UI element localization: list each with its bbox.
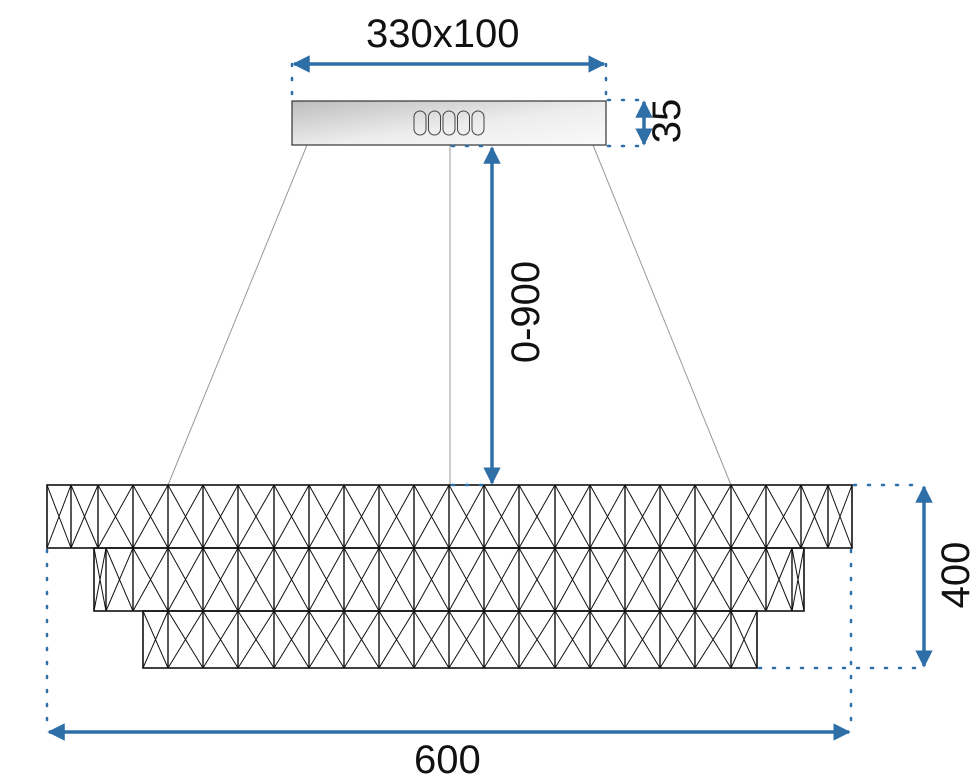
crystal-diagonal [659, 610, 696, 669]
crystal-diagonal [237, 547, 275, 612]
ceiling-canopy [291, 100, 607, 146]
crystal-diagonal [142, 610, 169, 669]
crystal-diagonal [694, 484, 732, 549]
crystal-diagonal [378, 484, 415, 549]
crystal-diagonal [343, 484, 380, 549]
crystal-diagonal [273, 484, 310, 549]
crystal-diagonal [413, 484, 450, 549]
crystal-diagonal [800, 484, 829, 549]
crystal-diagonal [483, 484, 520, 549]
suspension-length-label: 0-900 [504, 260, 548, 364]
tier-middle [93, 547, 805, 612]
crystal-diagonal [765, 547, 793, 612]
cable [592, 144, 732, 486]
tier-bottom [142, 610, 758, 669]
dimension-lines [45, 55, 933, 741]
crystal-diagonal [70, 484, 99, 549]
crystal-diagonal [518, 610, 556, 669]
crystal-diagonal [413, 610, 450, 669]
crystal-diagonal [448, 484, 485, 549]
crystal-diagonal [378, 610, 415, 669]
crystal-diagonal [273, 610, 310, 669]
crystal-diagonal [167, 484, 204, 549]
crystal-diagonal [97, 484, 134, 549]
crystal-tiers [46, 484, 853, 669]
crystal-diagonal [791, 547, 805, 612]
crystal-diagonal [167, 547, 204, 612]
crystal-diagonal [308, 484, 345, 549]
crystal-diagonal [554, 484, 591, 549]
crystal-diagonal [105, 547, 134, 612]
crystal-diagonal [308, 610, 345, 669]
switch-slot-icon [413, 110, 427, 136]
crystal-diagonal [167, 610, 204, 669]
crystal-diagonal [202, 610, 239, 669]
crystal-diagonal [624, 484, 661, 549]
crystal-diagonal [132, 484, 169, 549]
switch-slot-icon [457, 110, 470, 136]
crystal-diagonal [378, 547, 415, 612]
crystal-diagonal [237, 484, 275, 549]
crystal-diagonal [659, 484, 696, 549]
crystal-diagonal [589, 484, 626, 549]
tier-outline [142, 610, 758, 669]
crystal-diagonal [413, 547, 450, 612]
crystal-diagonal [827, 484, 853, 549]
crystal-diagonal [554, 610, 591, 669]
crystal-diagonal [694, 547, 732, 612]
crystal-diagonal [202, 547, 239, 612]
crystal-diagonal [202, 484, 239, 549]
crystal-diagonal [308, 547, 345, 612]
crystal-diagonal [343, 547, 380, 612]
crystal-diagonal [589, 547, 626, 612]
crystal-diagonal [448, 547, 485, 612]
canopy-size-label: 330x100 [366, 12, 520, 56]
crystal-diagonal [518, 484, 556, 549]
crystal-diagonal [730, 547, 767, 612]
crystal-diagonal [46, 484, 72, 549]
crystal-diagonal [448, 610, 485, 669]
cable [167, 144, 308, 486]
crystal-diagonal [343, 610, 380, 669]
tier-top [46, 484, 853, 549]
crystal-diagonal [659, 547, 696, 612]
total-height-label: 400 [934, 541, 978, 609]
crystal-diagonal [554, 547, 591, 612]
crystal-diagonal [518, 547, 556, 612]
canopy-body [291, 100, 607, 146]
crystal-diagonal [483, 610, 520, 669]
switch-slot-icon [428, 110, 441, 136]
crystal-diagonal [765, 484, 802, 549]
crystal-diagonal [273, 547, 310, 612]
crystal-diagonal [589, 610, 626, 669]
canopy-height-label: 35 [645, 98, 689, 144]
crystal-diagonal [93, 547, 107, 612]
crystal-diagonal [132, 547, 169, 612]
crystal-diagonal [624, 547, 661, 612]
crystal-diagonal [730, 610, 758, 669]
switch-slot-icon [442, 110, 456, 136]
switch-slot-icon [471, 110, 485, 136]
crystal-diagonal [730, 484, 767, 549]
crystal-diagonal [237, 610, 275, 669]
crystal-diagonal [624, 610, 661, 669]
suspension-cables [167, 144, 732, 486]
crystal-diagonal [694, 610, 732, 669]
total-diameter-label: 600 [414, 738, 481, 782]
crystal-diagonal [483, 547, 520, 612]
